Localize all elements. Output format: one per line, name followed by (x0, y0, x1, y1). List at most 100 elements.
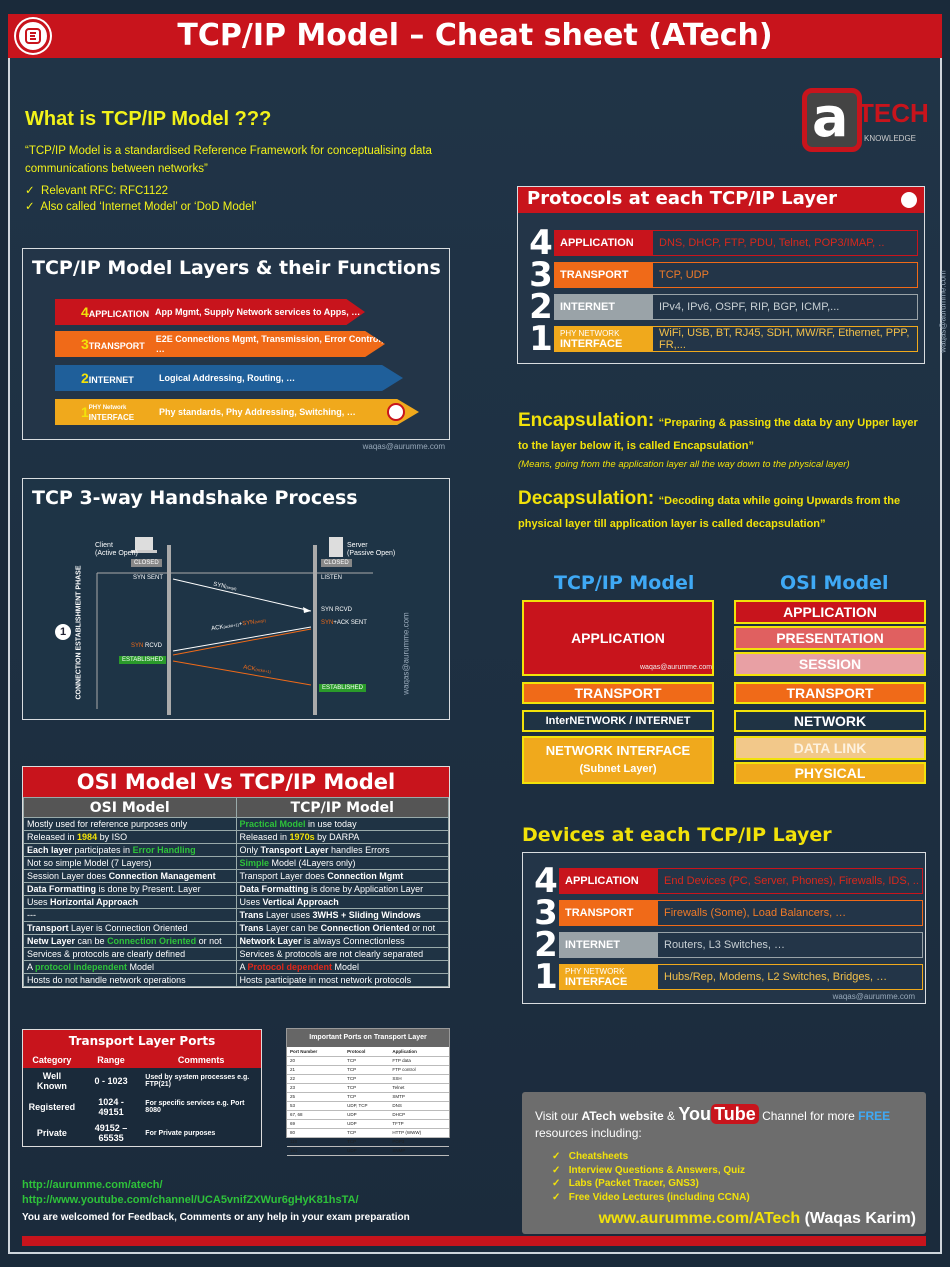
tcp-cell: A Protocol dependent Model (235, 960, 449, 974)
encapsulation-section: Encapsulation: “Preparing & passing the … (518, 410, 918, 470)
layers-panel: TCP/IP Model Layers & their Functions 4A… (22, 248, 450, 451)
tcp-cell: Uses Vertical Approach (235, 895, 449, 909)
brand-logo-icon (16, 19, 50, 53)
decapsulation-section: Decapsulation: “Decoding data while goin… (518, 488, 901, 530)
promo-url: www.aurumme.com/ATech (Waqas Karim) (598, 1210, 916, 1227)
osi-cell: Session Layer does Connection Management (23, 869, 237, 883)
osi-cell: Uses Horizontal Approach (23, 895, 237, 909)
osi-vs-row: Services & protocols are clearly defined… (23, 947, 449, 961)
check-icon: ✓ (25, 185, 35, 197)
brand-logo-icon (899, 190, 919, 210)
important-ports-table: Important Ports on Transport Layer Port … (286, 1028, 450, 1156)
tcp-cell: Simple Model (4Layers only) (235, 856, 449, 870)
handshake-panel: TCP 3-way Handshake Process Client(Activ… (22, 478, 450, 720)
aurumme-link[interactable]: www.aurumme.com/ATech (598, 1210, 801, 1227)
osi-cell: Released in 1984 by ISO (23, 830, 237, 844)
brand-logo-icon (387, 403, 405, 421)
osi-cell: Mostly used for reference purposes only (23, 817, 237, 831)
bottom-bar (22, 1236, 926, 1246)
tcp-cell: Hosts participate in most network protoc… (235, 973, 449, 987)
osi-cell: Hosts do not handle network operations (23, 973, 237, 987)
osi-vs-row: Not so simple Model (7 Layers)Simple Mod… (23, 856, 449, 870)
atech-link[interactable]: http://aurumme.com/atech/ (22, 1179, 163, 1191)
client-label: Client(Active Open) (95, 542, 138, 557)
osi-cell: Transport Layer is Connection Oriented (23, 921, 237, 935)
page-title: TCP/IP Model – Cheat sheet (ATech) (177, 18, 773, 53)
osi-vs-row: Session Layer does Connection Management… (23, 869, 449, 883)
tcp-cell: Only Transport Layer handles Errors (235, 843, 449, 857)
osi-cell: Data Formatting is done by Present. Laye… (23, 882, 237, 896)
osi-cell: --- (23, 908, 237, 922)
osi-cell: Netw Layer can be Connection Oriented or… (23, 934, 237, 948)
atech-website-link[interactable]: ATech website (581, 1109, 664, 1123)
tcp-cell: Released in 1970s by DARPA (235, 830, 449, 844)
model-compare: APPLICATION waqas@aurumme.com TRANSPORT … (522, 600, 926, 786)
intro-definition: “TCP/IP Model is a standardised Referenc… (25, 145, 432, 175)
layer-row-internet: 2INTERNET Logical Addressing, Routing, … (55, 365, 403, 391)
youtube-link[interactable]: http://www.youtube.com/channel/UCA5vnifZ… (22, 1194, 359, 1206)
osi-vs-row: Each layer participates in Error Handlin… (23, 843, 449, 857)
tcp-cell: Trans Layer can be Connection Oriented o… (235, 921, 449, 935)
osi-cell: Services & protocols are clearly defined (23, 947, 237, 961)
tcp-model-title: TCP/IP Model (554, 572, 695, 594)
osi-model-title: OSI Model (780, 572, 889, 594)
osi-cell: Each layer participates in Error Handlin… (23, 843, 237, 857)
tcp-cell: Trans Layer uses 3WHS + Sliding Windows (235, 908, 449, 922)
osi-vs-row: ---Trans Layer uses 3WHS + Sliding Windo… (23, 908, 449, 922)
youtube-logo: You (678, 1104, 712, 1124)
footer-links: http://aurumme.com/atech/ http://www.you… (22, 1179, 410, 1223)
layer-row-application: 4APPLICATION App Mgmt, Supply Network se… (55, 299, 365, 325)
tcp-cell: Practical Model in use today (235, 817, 449, 831)
osi-vs-row: Netw Layer can be Connection Oriented or… (23, 934, 449, 948)
atech-logo: a TECH KNOWLEDGE (800, 86, 929, 152)
tcp-cell: Transport Layer does Connection Mgmt (235, 869, 449, 883)
step-badge: 1 (55, 624, 71, 640)
check-icon: ✓ (25, 201, 35, 213)
promo-list: ✓ Cheatsheets ✓ Interview Questions & An… (552, 1151, 750, 1203)
layer-row-transport: 3TRANSPORT E2E Connections Mgmt, Transmi… (55, 331, 385, 357)
osi-vs-row: Data Formatting is done by Present. Laye… (23, 882, 449, 896)
handshake-diagram (96, 537, 373, 715)
intro-bullets: ✓ Relevant RFC: RFC1122 ✓ Also called ‘I… (25, 185, 257, 213)
server-label: Server(Passive Open) (347, 542, 396, 557)
osi-cell: Not so simple Model (7 Layers) (23, 856, 237, 870)
devices-title: Devices at each TCP/IP Layer (522, 824, 832, 846)
intro-heading: What is TCP/IP Model ??? (25, 108, 272, 130)
title-bar: TCP/IP Model – Cheat sheet (ATech) (8, 14, 942, 58)
tcp-cell: Network Layer is always Connectionless (235, 934, 449, 948)
tcp-cell: Services & protocols are not clearly sep… (235, 947, 449, 961)
tcp-cell: Data Formatting is done by Application L… (235, 882, 449, 896)
osi-cell: A protocol independent Model (23, 960, 237, 974)
